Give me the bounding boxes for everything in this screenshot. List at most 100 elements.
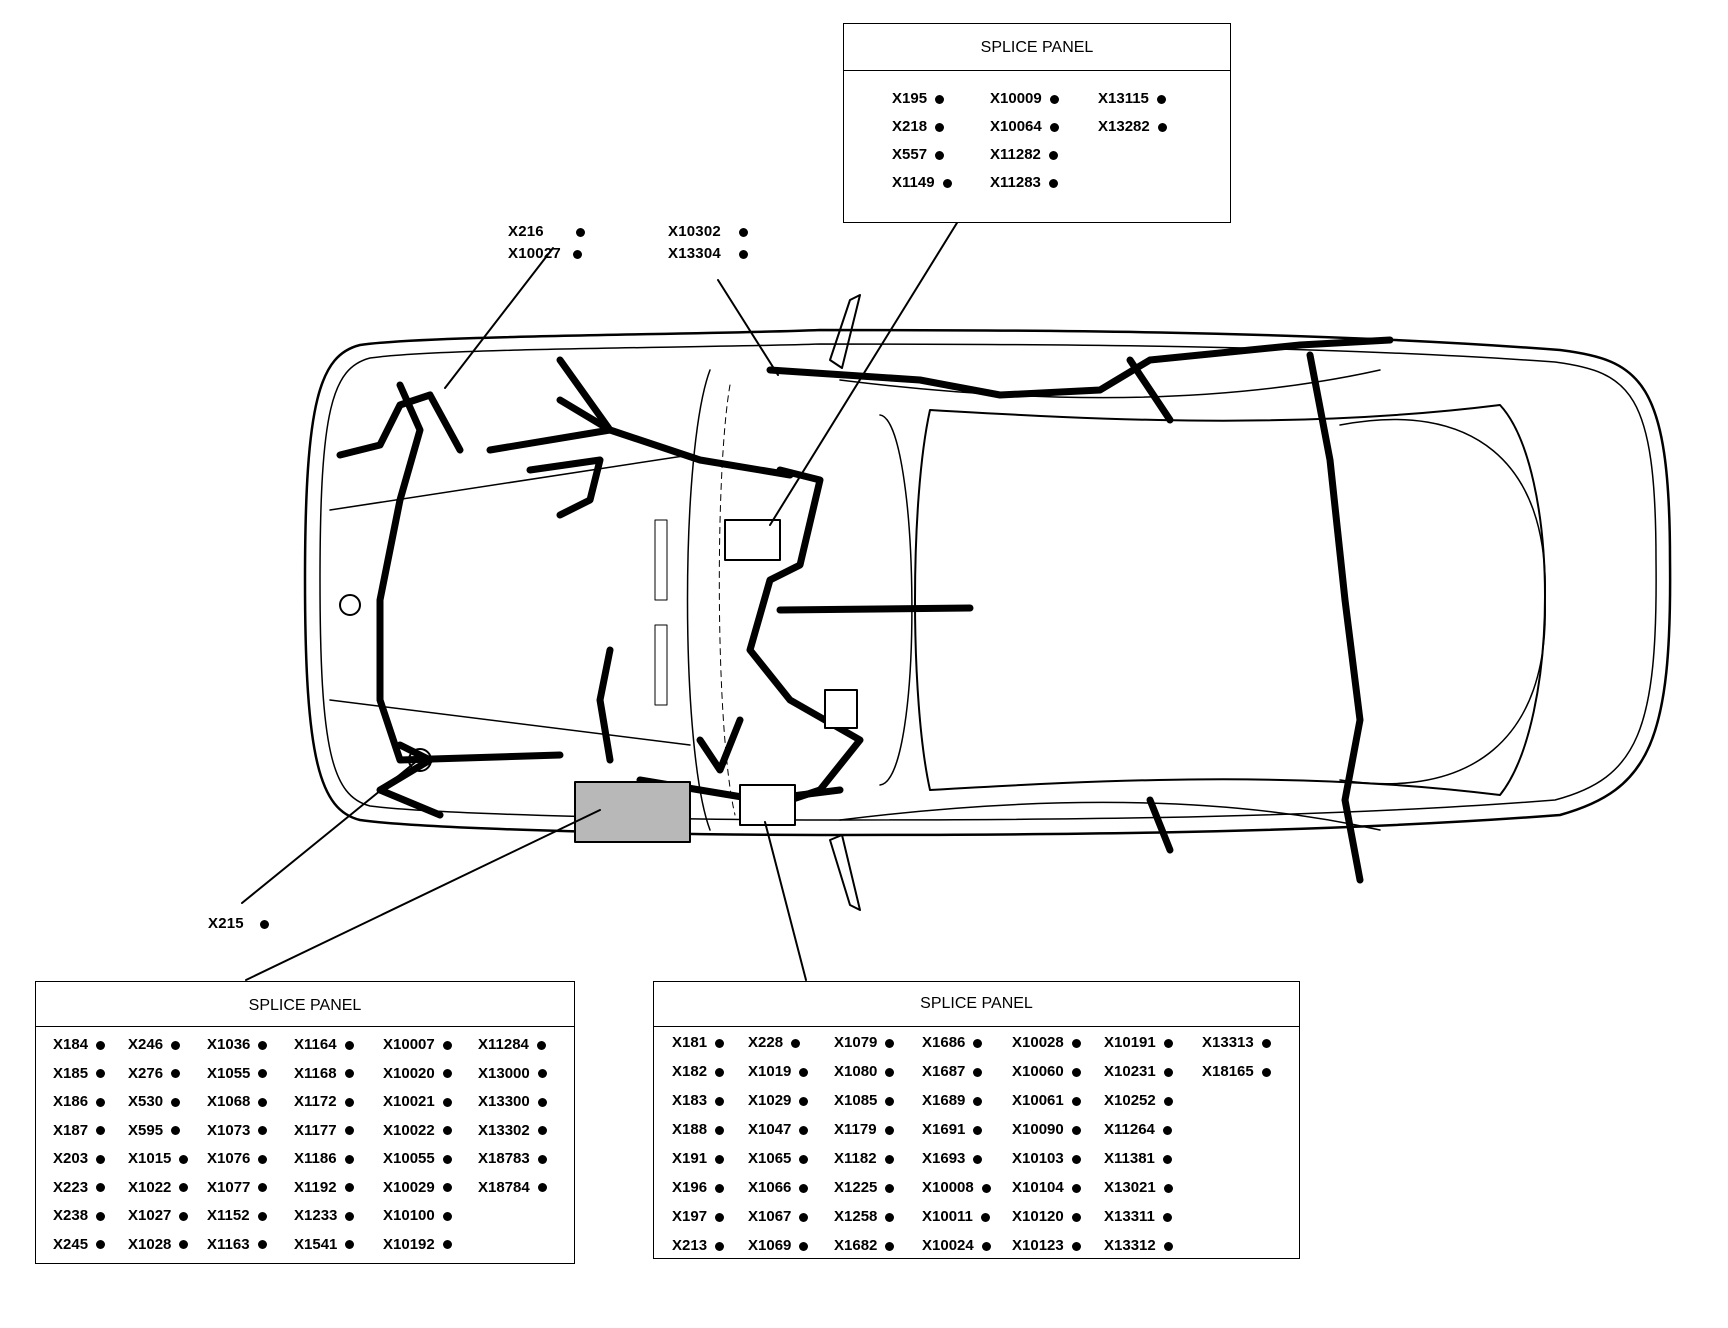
connector-entry: X1085	[834, 1092, 895, 1110]
connector-id: X10029	[383, 1178, 435, 1196]
connector-id: X557	[892, 146, 928, 163]
connector-entry: X181	[672, 1034, 725, 1052]
leader-x216	[444, 247, 554, 389]
connector-dot	[258, 1069, 268, 1079]
connector-entry: X10191	[1104, 1034, 1173, 1052]
connector-entry: X218	[892, 118, 945, 136]
connector-entry: X1541	[294, 1235, 355, 1254]
connector-entry: X223	[53, 1179, 106, 1197]
side-window-bottom	[839, 801, 1381, 831]
fuse-box-shaded	[574, 781, 691, 843]
connector-dot	[715, 1038, 725, 1048]
connector-id: X1080	[834, 1063, 878, 1080]
connector-dot	[885, 1212, 895, 1222]
connector-entry: X10024	[922, 1237, 991, 1255]
connector-dot	[1163, 1096, 1173, 1106]
connector-id: X1068	[207, 1093, 251, 1110]
connector-id: X11264	[1104, 1121, 1155, 1138]
connector-id: X18783	[478, 1150, 530, 1167]
connector-id: X1691	[922, 1121, 966, 1138]
connector-id: X1019	[748, 1063, 792, 1080]
harness-upper-run	[556, 356, 794, 479]
windshield-outline	[879, 414, 913, 786]
connector-id: X13282	[1098, 118, 1150, 135]
panel-divider	[654, 1026, 1299, 1027]
callout-label: X10302	[668, 223, 721, 240]
connector-dot	[171, 1069, 181, 1079]
connector-entry: X184	[53, 1036, 106, 1054]
connector-id: X191	[672, 1150, 708, 1167]
connector-dot	[715, 1125, 725, 1135]
connector-dot	[179, 1183, 189, 1193]
harness-rear-vertical	[1306, 351, 1364, 884]
connector-dot	[442, 1240, 452, 1250]
connector-id: X18165	[1202, 1063, 1254, 1080]
connector-entry: X13021	[1104, 1179, 1173, 1197]
connector-entry: X1693	[922, 1150, 983, 1168]
connector-id: X10021	[383, 1093, 435, 1110]
connector-entry: X13302	[478, 1122, 547, 1140]
connector-id: X1541	[294, 1235, 338, 1253]
connector-entry: X238	[53, 1207, 106, 1225]
connector-id: X10252	[1104, 1092, 1156, 1109]
connector-id: X1186	[294, 1150, 337, 1167]
connector-dot	[981, 1241, 991, 1251]
panel-title: SPLICE PANEL	[920, 995, 1033, 1012]
connector-entry: X10100	[383, 1207, 452, 1225]
connector-dot	[1048, 178, 1058, 188]
connector-entry: X10090	[1012, 1121, 1081, 1139]
connector-dot	[537, 1154, 547, 1164]
connector-dot	[258, 1154, 268, 1164]
connector-dot	[1162, 1212, 1172, 1222]
connector-id: X10011	[922, 1208, 973, 1225]
connector-dot	[344, 1154, 354, 1164]
harness-lower-front-branch-2	[696, 716, 744, 774]
connector-id: X13300	[478, 1093, 530, 1110]
connector-id: X1047	[748, 1121, 792, 1138]
connector-entry: X1068	[207, 1093, 268, 1111]
connector-dot	[257, 1211, 267, 1221]
connector-entry: X1689	[922, 1092, 983, 1110]
connector-entry: X10104	[1012, 1179, 1081, 1197]
connector-entry: X13115	[1098, 90, 1166, 108]
side-window-top	[839, 369, 1381, 399]
connector-id: X18784	[478, 1178, 530, 1196]
connector-dot	[799, 1096, 809, 1106]
connector-entry: X10103	[1012, 1150, 1081, 1168]
connector-id: X10028	[1012, 1034, 1064, 1051]
connector-id: X13115	[1098, 90, 1149, 107]
connector-id: X1163	[207, 1235, 250, 1253]
connector-entry: X1028	[128, 1236, 189, 1254]
splice-box-upper	[724, 519, 781, 561]
connector-dot	[884, 1154, 894, 1164]
connector-id: X11284	[478, 1036, 529, 1053]
connector-entry: X213	[672, 1237, 725, 1255]
connector-dot	[344, 1069, 354, 1079]
connector-dot	[739, 227, 749, 237]
connector-entry: X1682	[834, 1237, 895, 1255]
harness-b-pillar-bottom	[1146, 796, 1174, 854]
connector-id: X1687	[922, 1063, 966, 1080]
connector-entry: X18784	[478, 1179, 547, 1197]
connector-id: X10020	[383, 1064, 435, 1082]
connector-dot	[258, 1097, 268, 1107]
connector-id: X1022	[128, 1178, 172, 1196]
connector-id: X184	[53, 1036, 89, 1053]
connector-dot	[96, 1097, 106, 1107]
connector-id: X11282	[990, 146, 1041, 163]
connector-id: X1182	[834, 1150, 877, 1167]
connector-entry: X188	[672, 1121, 725, 1139]
connector-dot	[257, 1240, 267, 1250]
connector-entry: X1163	[207, 1236, 267, 1254]
connector-id: X1029	[748, 1092, 792, 1109]
connector-dot	[179, 1154, 189, 1164]
connector-id: X10024	[922, 1237, 974, 1254]
connector-dot	[576, 227, 586, 237]
connector-id: X10055	[383, 1150, 435, 1167]
connector-id: X1164	[294, 1036, 337, 1053]
connector-id: X10120	[1012, 1208, 1064, 1225]
connector-dot	[573, 249, 583, 259]
roof-outline	[914, 404, 1546, 796]
